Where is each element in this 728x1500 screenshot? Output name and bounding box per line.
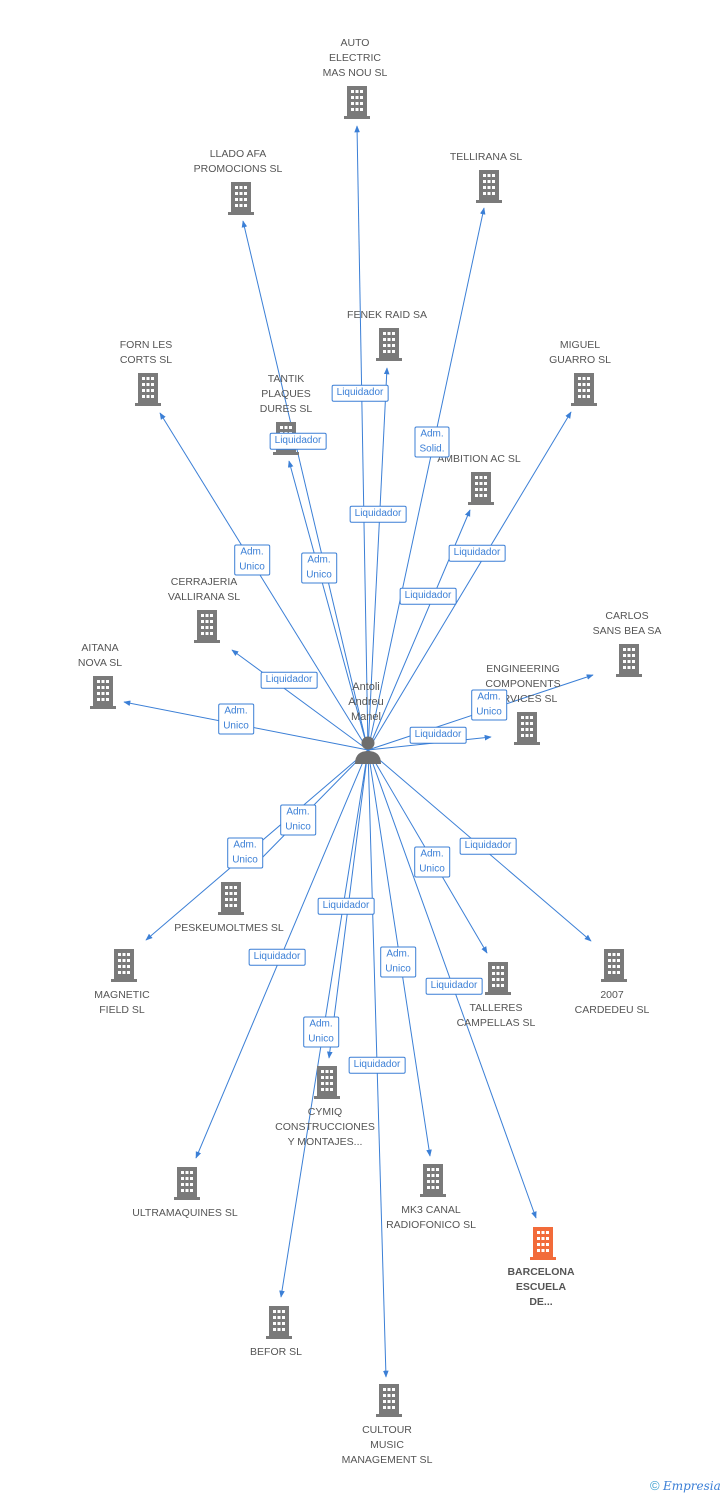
edge-miguel-guarro xyxy=(367,411,572,751)
relation-label-cymiq[interactable]: Liquidador xyxy=(317,897,375,915)
relation-label-fenek-raid[interactable]: Liquidador xyxy=(349,505,407,523)
relation-label-ultramaquines[interactable]: Liquidador xyxy=(248,948,306,966)
building-icon[interactable] xyxy=(476,170,502,203)
company-label-barcelona[interactable]: BARCELONA ESCUELA DE... xyxy=(507,1266,575,1308)
copyright-mark: © xyxy=(650,1478,660,1493)
relation-label-forn-les-corts[interactable]: Adm. Unico xyxy=(234,544,270,576)
company-label-befor[interactable]: BEFOR SL xyxy=(250,1346,302,1358)
building-icon[interactable] xyxy=(174,1167,200,1200)
relation-label-cultour[interactable]: Liquidador xyxy=(348,1056,406,1074)
relation-label-mk3[interactable]: Adm. Unico xyxy=(380,946,416,978)
relation-label-magnetic-field[interactable]: Adm. Unico xyxy=(227,837,263,869)
relation-label-ambition-ac[interactable]: Liquidador xyxy=(448,544,506,562)
building-icon[interactable] xyxy=(344,86,370,119)
relation-label-barcelona[interactable]: Liquidador xyxy=(425,977,483,995)
building-icon[interactable] xyxy=(194,610,220,643)
building-icon[interactable] xyxy=(376,328,402,361)
company-label-talleres[interactable]: TALLERES CAMPELLAS SL xyxy=(456,1002,536,1029)
building-icon[interactable] xyxy=(601,949,627,982)
company-label-peskeumoltmes[interactable]: PESKEUMOLTMES SL xyxy=(174,922,284,934)
building-icon[interactable] xyxy=(571,373,597,406)
building-icon[interactable] xyxy=(530,1227,556,1260)
building-icon[interactable] xyxy=(485,962,511,995)
building-icon[interactable] xyxy=(266,1306,292,1339)
company-label-mk3[interactable]: MK3 CANAL RADIOFONICO SL xyxy=(386,1204,476,1231)
relation-label-auto-electric[interactable]: Liquidador xyxy=(331,384,389,402)
building-icon[interactable] xyxy=(90,676,116,709)
relation-label-engineering[interactable]: Liquidador xyxy=(409,726,467,744)
relation-label-talleres[interactable]: Adm. Unico xyxy=(414,846,450,878)
brand-initial: E xyxy=(662,1479,672,1493)
company-label-tantik[interactable]: TANTIK PLAQUES DURES SL xyxy=(259,373,313,415)
relation-label-miguel-guarro[interactable]: Liquidador xyxy=(399,587,457,605)
edge-cerrajeria xyxy=(231,649,369,751)
company-label-ultramaquines[interactable]: ULTRAMAQUINES SL xyxy=(132,1207,238,1219)
building-icon[interactable] xyxy=(616,644,642,677)
company-label-tellirana[interactable]: TELLIRANA SL xyxy=(449,151,523,163)
brand-rest: mpresia xyxy=(671,1479,721,1493)
relation-label-cerrajeria[interactable]: Liquidador xyxy=(260,671,318,689)
company-label-fenek-raid[interactable]: FENEK RAID SA xyxy=(347,309,427,321)
relation-label-carlos-sans[interactable]: Adm. Unico xyxy=(471,689,507,721)
relation-label-llado-afa[interactable]: Adm. Unico xyxy=(301,552,337,584)
company-label-miguel-guarro[interactable]: MIGUEL GUARRO SL xyxy=(549,339,611,366)
building-icon[interactable] xyxy=(420,1164,446,1197)
relation-label-aitana-nova[interactable]: Adm. Unico xyxy=(218,703,254,735)
edge-forn-les-corts xyxy=(159,412,369,751)
building-icon[interactable] xyxy=(135,373,161,406)
building-icon[interactable] xyxy=(376,1384,402,1417)
company-label-magnetic-field[interactable]: MAGNETIC FIELD SL xyxy=(94,989,150,1016)
company-label-ambition-ac[interactable]: AMBITION AC SL xyxy=(437,453,521,465)
edge-engineering xyxy=(367,734,492,751)
edge-llado-afa xyxy=(241,220,369,751)
edge-fenek-raid xyxy=(367,367,390,751)
building-icon[interactable] xyxy=(218,882,244,915)
person-icon xyxy=(355,736,381,764)
relation-label-cardedeu[interactable]: Liquidador xyxy=(459,837,517,855)
company-label-carlos-sans[interactable]: CARLOS SANS BEA SA xyxy=(592,610,662,637)
building-icon[interactable] xyxy=(314,1066,340,1099)
company-label-cymiq[interactable]: CYMIQ CONSTRUCCIONES Y MONTAJES... xyxy=(275,1106,375,1148)
person-node[interactable] xyxy=(355,736,381,765)
building-icon[interactable] xyxy=(111,949,137,982)
empresia-logo[interactable]: © Empresia xyxy=(650,1478,721,1493)
relation-label-tantik[interactable]: Liquidador xyxy=(269,432,327,450)
company-label-forn-les-corts[interactable]: FORN LES CORTS SL xyxy=(119,339,173,366)
person-label[interactable]: Antoli Andreu Manel xyxy=(348,681,384,723)
company-label-cultour[interactable]: CULTOUR MUSIC MANAGEMENT SL xyxy=(341,1424,433,1466)
building-icon[interactable] xyxy=(228,182,254,215)
building-icon[interactable] xyxy=(514,712,540,745)
company-label-llado-afa[interactable]: LLADO AFA PROMOCIONS SL xyxy=(193,148,283,175)
edge-tellirana xyxy=(367,207,486,751)
relation-label-peskeumoltmes[interactable]: Adm. Unico xyxy=(280,804,316,836)
relation-label-befor[interactable]: Adm. Unico xyxy=(303,1016,339,1048)
company-label-aitana-nova[interactable]: AITANA NOVA SL xyxy=(77,642,123,669)
building-icon[interactable] xyxy=(468,472,494,505)
company-label-engineering[interactable]: ENGINEERING COMPONENTS SERVICES SL xyxy=(485,663,561,705)
edge-auto-electric xyxy=(354,125,369,751)
company-label-cardedeu[interactable]: 2007 CARDEDEU SL xyxy=(574,989,650,1016)
company-label-cerrajeria[interactable]: CERRAJERIA VALLIRANA SL xyxy=(167,576,241,603)
edge-tantik xyxy=(287,460,369,751)
relation-label-tellirana[interactable]: Adm. Solid. xyxy=(414,426,450,458)
company-label-auto-electric[interactable]: AUTO ELECTRIC MAS NOU SL xyxy=(322,37,388,79)
